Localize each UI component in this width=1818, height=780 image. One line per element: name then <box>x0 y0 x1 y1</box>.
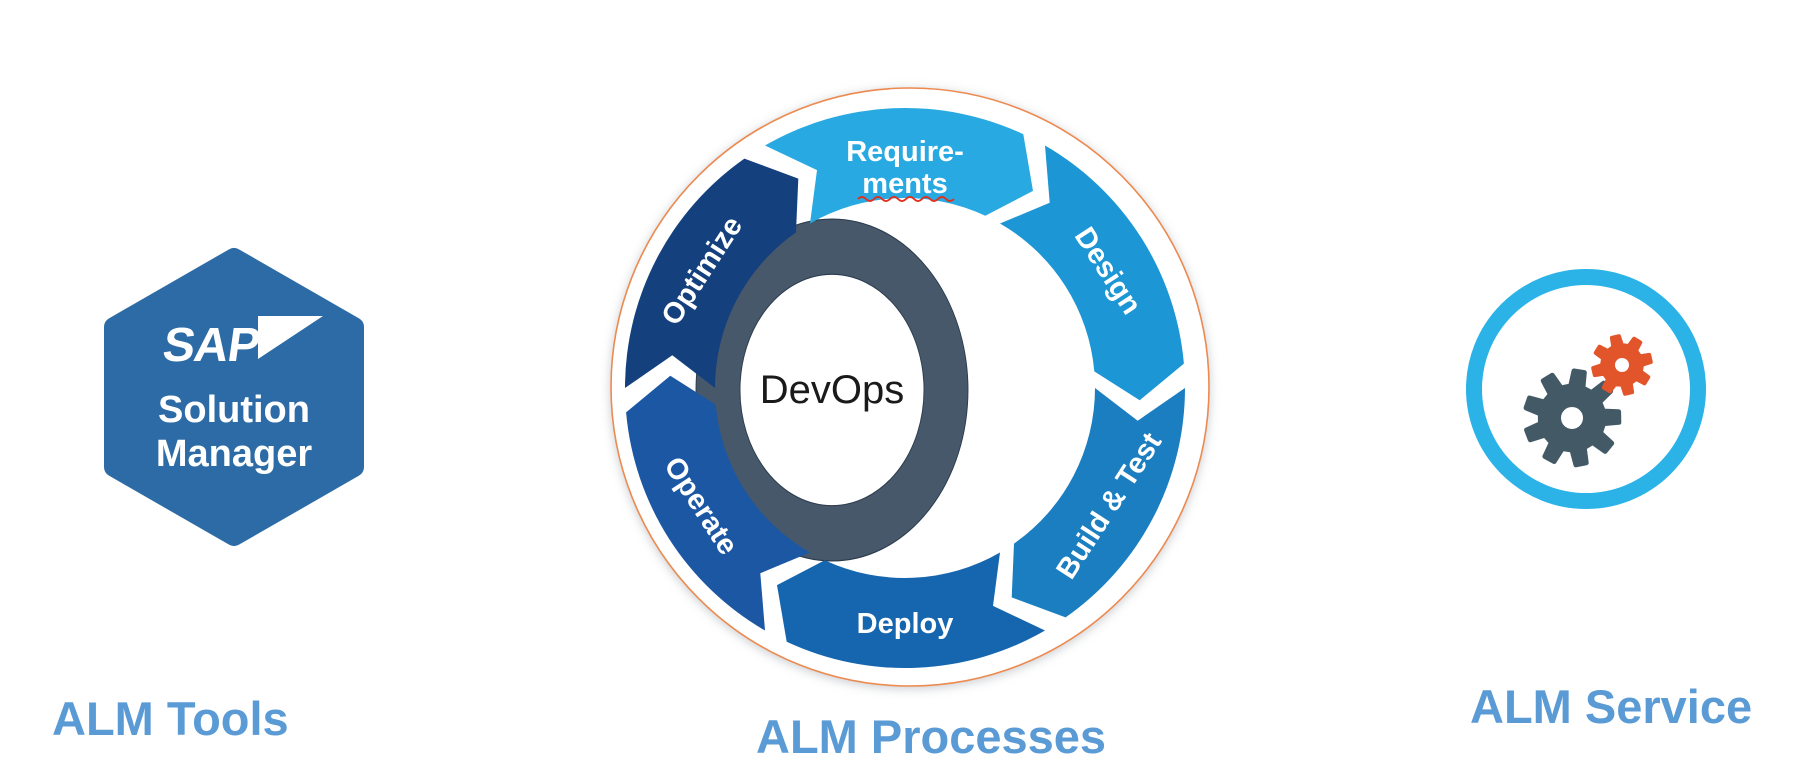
segment-label-deploy: Deploy <box>857 608 954 640</box>
segment-optimize <box>625 158 799 388</box>
sap-logo-swoosh <box>258 316 323 359</box>
segment-requirements <box>765 107 1033 224</box>
segment-design <box>1000 145 1184 401</box>
spellcheck-squiggle-icon <box>857 196 955 202</box>
segment-operate <box>626 375 810 631</box>
gear-small-icon <box>1591 334 1653 396</box>
sap-solution-manager-badge: SAP Solution Manager <box>104 248 364 546</box>
sap-logo-text: SAP <box>160 318 263 372</box>
segment-deploy <box>777 552 1045 669</box>
segment-label-requirements: Require-ments <box>846 136 964 200</box>
devops-ring <box>695 218 969 562</box>
label-alm-processes: ALM Processes <box>756 710 1107 763</box>
badge-product-line1: Solution <box>158 389 310 431</box>
wheel-segments <box>625 107 1185 669</box>
alm-service-icon <box>1466 269 1706 509</box>
segment-build-test <box>1011 388 1185 618</box>
label-alm-tools: ALM Tools <box>52 692 289 745</box>
hub-label: DevOps <box>760 368 905 412</box>
badge-product-line2: Manager <box>156 433 312 475</box>
sap-logo: SAP <box>160 316 323 372</box>
label-alm-service: ALM Service <box>1470 680 1753 733</box>
devops-ring-inner <box>739 273 925 507</box>
gear-large-icon <box>1523 368 1622 468</box>
